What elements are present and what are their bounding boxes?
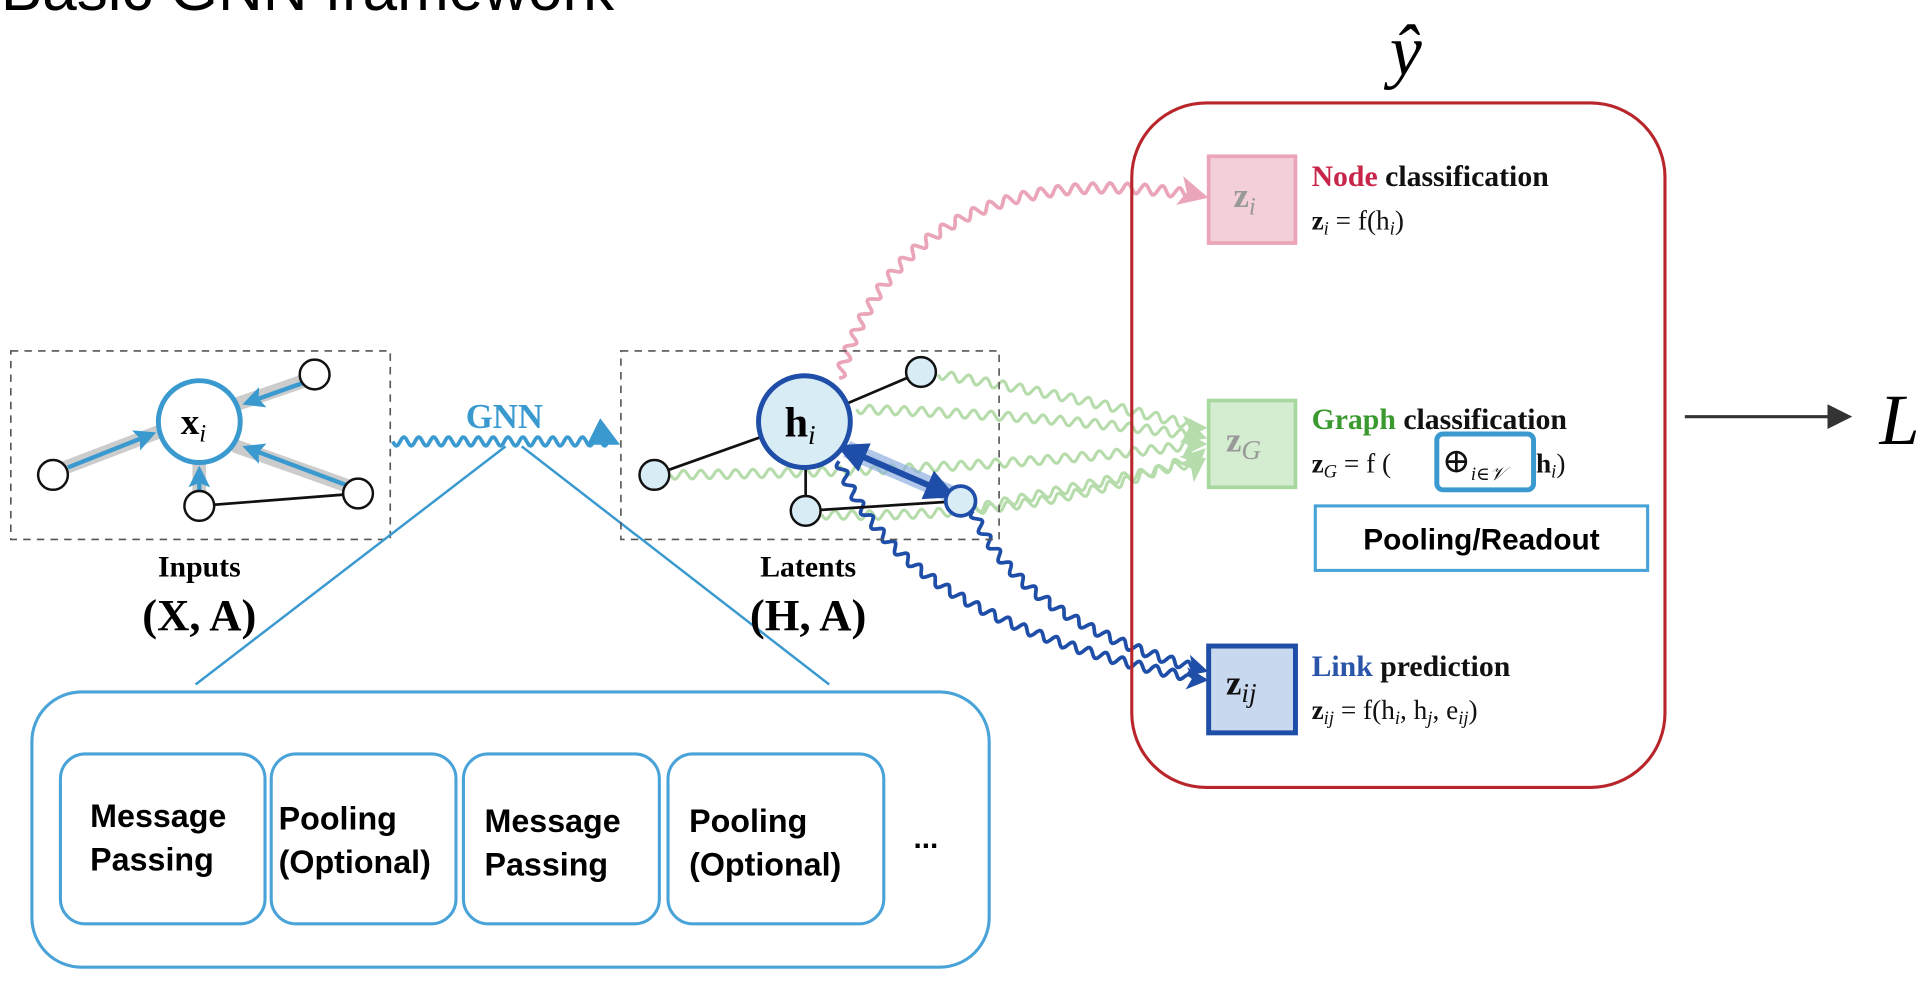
z-i-box	[1206, 154, 1298, 245]
stage-message-passing-1: Message Passing	[58, 752, 267, 926]
z-i-label: zi	[1233, 176, 1255, 220]
gnn-pipeline: Message Passing Pooling (Optional) Messa…	[30, 690, 991, 969]
stage-label: Passing	[485, 846, 609, 882]
node	[183, 489, 216, 523]
graph-classification-title: Graph classification	[1312, 403, 1568, 436]
loss-symbol: L	[1878, 380, 1919, 460]
node-wave-arrow	[836, 176, 1209, 381]
center-node-x	[155, 378, 243, 465]
node	[36, 458, 70, 492]
link-double-arrow	[836, 443, 957, 500]
graph-wave-arrow	[936, 370, 1208, 441]
center-node-label: hi	[785, 399, 816, 449]
stage-box	[666, 752, 886, 926]
node	[638, 458, 671, 492]
link-prediction-title: Link prediction	[1312, 650, 1511, 683]
graph-wave-arrow	[669, 431, 1208, 481]
z-ij-label: zij	[1226, 663, 1257, 707]
z-g-box	[1206, 398, 1298, 490]
z-g-label: zG	[1226, 420, 1261, 464]
node-classification-title: Node classification	[1312, 160, 1550, 193]
inputs-tuple: (X, A)	[142, 590, 256, 640]
stage-pooling-1: Pooling (Optional)	[269, 752, 458, 926]
aggregation-highlight	[1434, 431, 1537, 493]
stage-label: Pooling	[279, 801, 397, 837]
graph-wave-arrow	[855, 403, 1208, 443]
link-prediction: zij Link prediction zij = f(hi, hj, eij)	[1206, 643, 1511, 736]
stage-label: Pooling	[689, 803, 807, 839]
pooling-readout-box	[1313, 504, 1650, 572]
z-ij-box	[1206, 643, 1298, 736]
page-title: Basic GNN framework	[1, 0, 615, 24]
output-box	[1130, 101, 1667, 789]
zoom-line-left	[194, 445, 507, 686]
pipeline-box	[30, 690, 991, 969]
zoom-line-right	[520, 445, 830, 686]
center-node-h	[756, 373, 853, 470]
node	[904, 355, 938, 389]
latents-label: Latents	[760, 551, 856, 584]
stage-label: Message	[90, 798, 226, 834]
edge	[199, 492, 359, 508]
node-j	[943, 484, 978, 518]
link-formula: zij = f(hi, hj, eij)	[1312, 695, 1478, 729]
stage-label: Passing	[90, 841, 214, 877]
stage-label: (Optional)	[689, 846, 841, 882]
stage-box	[58, 752, 267, 926]
message-waves	[391, 176, 1209, 690]
stage-label: Message	[485, 803, 621, 839]
stage-box	[461, 752, 661, 926]
inputs-dashed-box	[10, 350, 392, 541]
stage-label: (Optional)	[279, 844, 431, 880]
node-classification: zi Node classification zi = f(hi)	[1206, 154, 1550, 245]
node	[789, 494, 822, 527]
inputs-label: Inputs	[158, 551, 241, 584]
node	[298, 358, 331, 391]
stage-message-passing-2: Message Passing	[461, 752, 661, 926]
gnn-label: GNN	[466, 397, 543, 436]
latents-dashed-box	[620, 350, 1000, 541]
stage-box	[269, 752, 458, 926]
pooling-readout-label: Pooling/Readout	[1363, 523, 1599, 556]
center-node-label: xi	[181, 402, 207, 447]
latents-graph: hi Latents (H, A)	[620, 350, 1000, 640]
latents-tuple: (H, A)	[750, 590, 867, 640]
inputs-graph: xi Inputs (X, A)	[10, 350, 392, 640]
pipeline-ellipsis: ...	[914, 822, 939, 855]
message-arrows	[67, 381, 347, 492]
stage-pooling-2: Pooling (Optional)	[666, 752, 886, 926]
node-formula: zi = f(hi)	[1312, 205, 1404, 239]
link-wave-arrow	[834, 460, 1209, 690]
node	[341, 477, 375, 510]
graph-wave-arrow	[974, 457, 1207, 514]
output-symbol: ŷ	[1384, 10, 1422, 90]
link-wave-arrow	[968, 509, 1209, 677]
gnn-wave-arrow	[391, 418, 621, 448]
